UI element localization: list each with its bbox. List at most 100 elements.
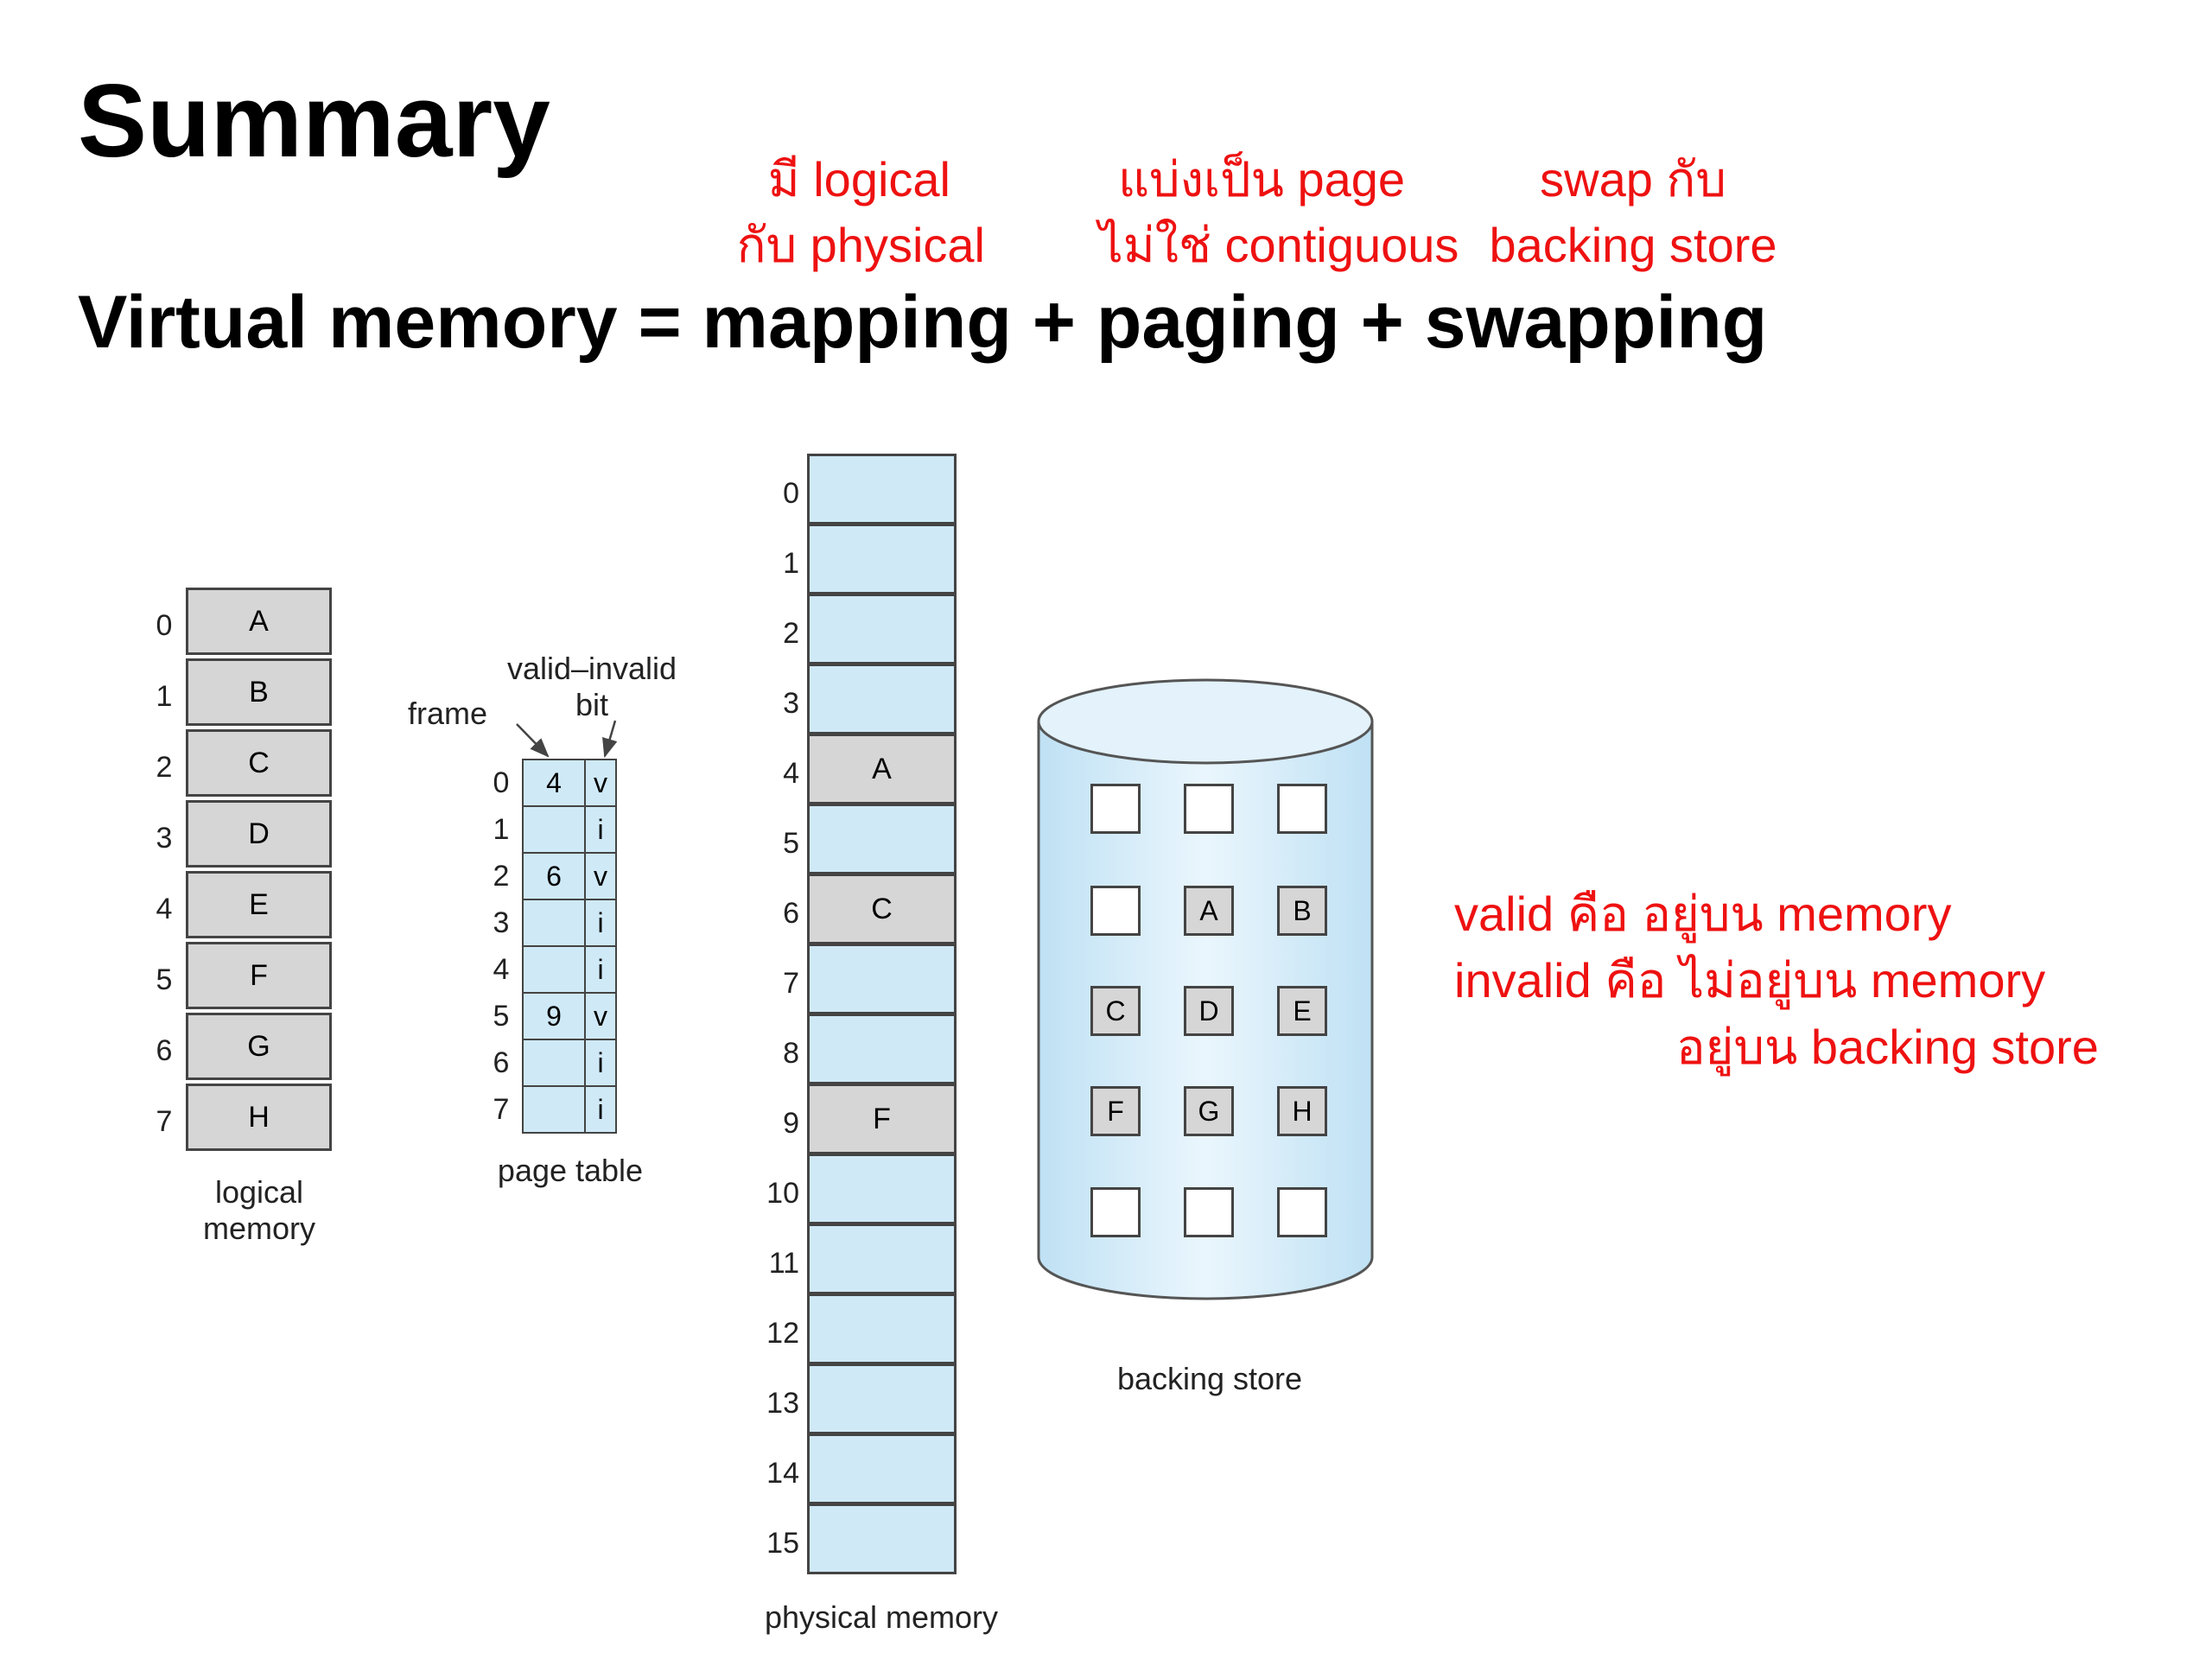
page-table-index: 6 bbox=[493, 1046, 510, 1079]
backing-store-block bbox=[1090, 1187, 1141, 1237]
physical-frame-index: 6 bbox=[783, 897, 799, 930]
backing-store-block bbox=[1277, 784, 1327, 834]
physical-frame-index: 9 bbox=[783, 1107, 799, 1140]
paging-note-line2: ไม่ใช่ contiguous bbox=[1098, 218, 1459, 272]
physical-frame-cell bbox=[807, 594, 957, 664]
page-table-frame bbox=[522, 899, 586, 947]
paging-note-line1: แบ่งเป็น page bbox=[1117, 152, 1406, 207]
page-table-index: 1 bbox=[493, 813, 510, 846]
physical-memory-label: physical memory bbox=[764, 1599, 999, 1635]
page-table-index: 2 bbox=[493, 860, 510, 893]
backing-store-label: backing store bbox=[1116, 1361, 1303, 1396]
page-table-frame: 9 bbox=[522, 992, 586, 1040]
logical-page-cell: F bbox=[186, 942, 332, 1009]
physical-frame-cell: C bbox=[807, 874, 957, 944]
page-table-index: 4 bbox=[493, 953, 510, 986]
page-table-index: 0 bbox=[493, 766, 510, 799]
physical-frame-index: 13 bbox=[766, 1387, 799, 1420]
logical-memory-label-line2: memory bbox=[202, 1211, 315, 1246]
physical-frame-cell bbox=[807, 1363, 957, 1434]
physical-frame-index: 11 bbox=[768, 1247, 799, 1280]
backing-store-block: H bbox=[1277, 1086, 1327, 1136]
logical-page-cell: D bbox=[186, 800, 332, 868]
page-table-frame bbox=[522, 805, 586, 854]
physical-frame-cell bbox=[807, 804, 957, 874]
page-table-frame bbox=[522, 1085, 586, 1134]
physical-frame-cell: F bbox=[807, 1084, 957, 1154]
physical-frame-index: 1 bbox=[783, 547, 799, 580]
page-table-valid-bit: v bbox=[584, 852, 617, 900]
logical-page-cell: E bbox=[186, 871, 332, 938]
logical-page-index: 1 bbox=[156, 680, 173, 713]
backing-store-block: G bbox=[1184, 1086, 1234, 1136]
page-table-index: 5 bbox=[493, 1000, 510, 1033]
page-table-index: 3 bbox=[493, 906, 510, 939]
physical-frame-index: 0 bbox=[783, 477, 799, 510]
backing-store-block bbox=[1184, 784, 1234, 834]
physical-frame-cell bbox=[807, 1433, 957, 1504]
physical-frame-cell bbox=[807, 664, 957, 734]
physical-frame-index: 7 bbox=[783, 967, 799, 1000]
logical-page-cell: G bbox=[186, 1013, 332, 1080]
physical-frame-index: 4 bbox=[783, 757, 799, 790]
logical-page-cell: H bbox=[186, 1084, 332, 1151]
backing-store-block: A bbox=[1184, 886, 1234, 936]
page-table-valid-bit: v bbox=[584, 992, 617, 1040]
logical-page-index: 2 bbox=[156, 751, 173, 784]
page-table-valid-bit: i bbox=[584, 805, 617, 854]
physical-frame-cell bbox=[807, 1503, 957, 1574]
physical-frame-index: 15 bbox=[766, 1527, 799, 1560]
valid-bit-arrow bbox=[602, 720, 618, 759]
backing-store-block: D bbox=[1184, 986, 1234, 1036]
valid-invalid-label-line1: valid–invalid bbox=[506, 651, 677, 686]
physical-frame-cell bbox=[807, 524, 957, 594]
physical-frame-index: 10 bbox=[766, 1177, 799, 1210]
swapping-note-line1: swap กับ bbox=[1540, 152, 1726, 207]
swapping-note-line2: backing store bbox=[1489, 218, 1777, 272]
page-table-frame bbox=[522, 1039, 586, 1087]
logical-page-index: 0 bbox=[156, 609, 173, 642]
logical-page-cell: B bbox=[186, 658, 332, 726]
backing-store-block: B bbox=[1277, 886, 1327, 936]
backing-store-block: F bbox=[1090, 1086, 1141, 1136]
physical-frame-index: 8 bbox=[783, 1037, 799, 1070]
page-table-valid-bit: v bbox=[584, 759, 617, 807]
physical-frame-cell: A bbox=[807, 734, 957, 804]
physical-frame-cell bbox=[807, 1154, 957, 1224]
virtual-memory-equation: Virtual memory = mapping + paging + swap… bbox=[78, 281, 1768, 364]
logical-page-cell: A bbox=[186, 588, 332, 655]
physical-frame-index: 5 bbox=[783, 827, 799, 860]
logical-page-index: 3 bbox=[156, 822, 173, 855]
backing-store-block bbox=[1277, 1187, 1327, 1237]
page-table-valid-bit: i bbox=[584, 945, 617, 994]
page-table-frame bbox=[522, 945, 586, 994]
page-table-index: 7 bbox=[493, 1093, 510, 1126]
valid-invalid-label-line2: bit bbox=[575, 687, 609, 722]
frame-label: frame bbox=[408, 696, 488, 731]
backing-store-block: E bbox=[1277, 986, 1327, 1036]
frame-arrow bbox=[516, 723, 550, 758]
page-table-label: page table bbox=[497, 1153, 644, 1188]
page-table-frame: 4 bbox=[522, 759, 586, 807]
physical-frame-index: 12 bbox=[766, 1317, 799, 1350]
valid-note-line3: อยู่บน backing store bbox=[1676, 1020, 2099, 1074]
physical-frame-cell bbox=[807, 1224, 957, 1294]
backing-store-block bbox=[1090, 886, 1141, 936]
logical-page-cell: C bbox=[186, 729, 332, 797]
valid-note-line2: invalid คือ ไม่อยู่บน memory bbox=[1454, 953, 2046, 1007]
page-table-valid-bit: i bbox=[584, 1085, 617, 1134]
physical-frame-cell bbox=[807, 454, 957, 524]
page-table-frame: 6 bbox=[522, 852, 586, 900]
backing-store-block: C bbox=[1090, 986, 1141, 1036]
logical-page-index: 5 bbox=[156, 963, 173, 996]
logical-page-index: 7 bbox=[156, 1105, 173, 1138]
mapping-note-line2: กับ physical bbox=[736, 218, 985, 272]
logical-page-index: 6 bbox=[156, 1034, 173, 1067]
logical-page-index: 4 bbox=[156, 893, 173, 925]
logical-memory-label-line1: logical bbox=[214, 1174, 304, 1210]
physical-frame-index: 14 bbox=[766, 1457, 799, 1490]
mapping-note-line1: มี logical bbox=[767, 152, 950, 207]
physical-frame-index: 3 bbox=[783, 687, 799, 720]
physical-frame-index: 2 bbox=[783, 617, 799, 650]
